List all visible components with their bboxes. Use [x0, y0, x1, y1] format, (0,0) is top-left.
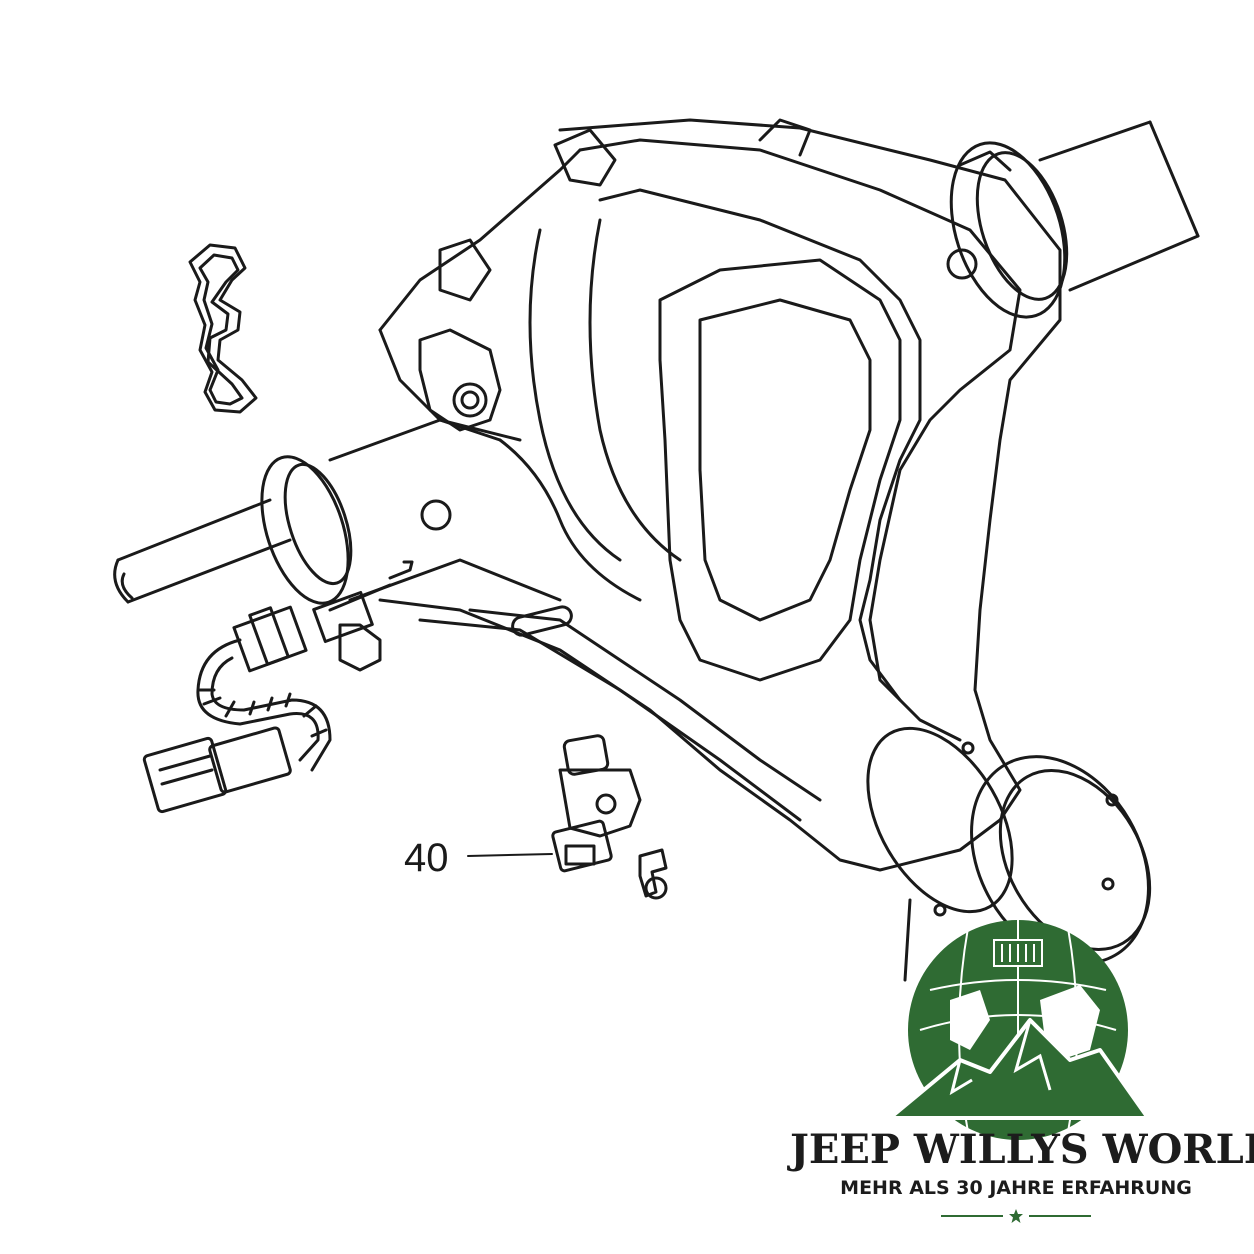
wiring-harness [142, 560, 414, 814]
gasket [188, 243, 258, 414]
housing-hole [946, 248, 978, 280]
pinion-flange [866, 726, 1152, 982]
lower-bracket-slot [511, 605, 573, 637]
upper-control-arm-bracket [418, 128, 617, 432]
differential-housing [378, 118, 1062, 872]
brand-block: JEEP WILLYS WORLD MEHR ALS 30 JAHRE ERFA… [790, 1126, 1254, 1223]
callout-40-leader [467, 853, 553, 857]
sensor-part-40 [551, 734, 668, 900]
mountain-emblem [888, 1018, 1150, 1120]
brand-divider [941, 1209, 1091, 1223]
brand-tagline: MEHR ALS 30 JAHRE ERFAHRUNG [840, 1177, 1192, 1199]
star-icon [1009, 1209, 1023, 1223]
right-tube-flange [949, 141, 1069, 319]
left-axle-tube [113, 418, 562, 605]
callout-40-label: 40 [404, 836, 449, 880]
right-axle-tube [1038, 120, 1200, 292]
brand-name: JEEP WILLYS WORLD [790, 1126, 1254, 1173]
